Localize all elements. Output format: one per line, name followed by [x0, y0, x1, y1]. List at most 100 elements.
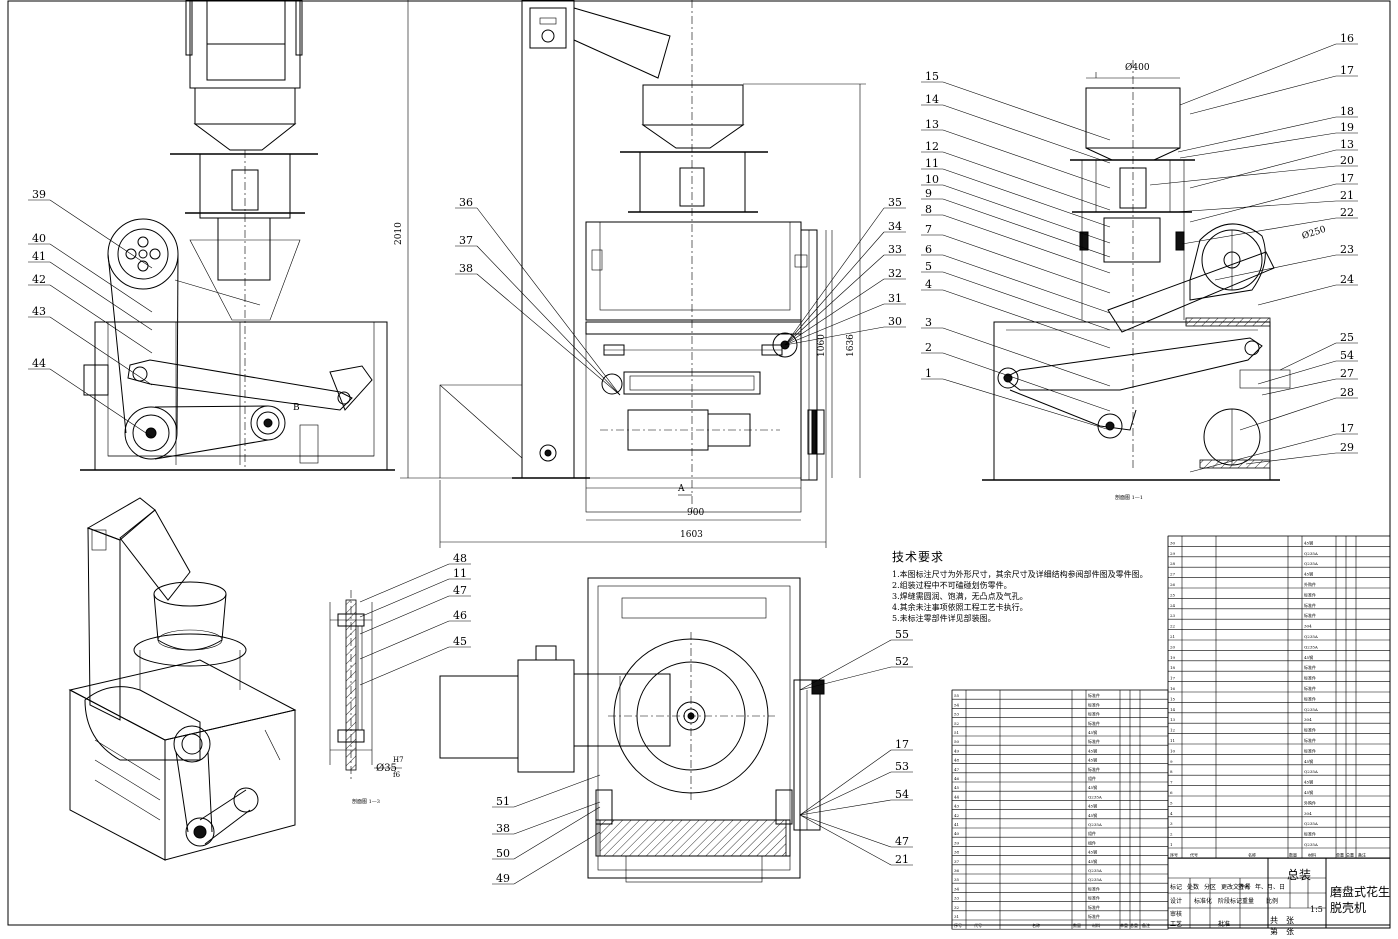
fit-upper: H7	[393, 756, 404, 764]
sheet-border	[7, 0, 1391, 926]
section-1-3-view	[329, 590, 373, 780]
title-scale: 1:5	[1310, 905, 1323, 914]
title-row-cell: 标记	[1170, 883, 1182, 891]
title-row-cell: 标准化	[1194, 897, 1212, 905]
callout-leader	[1279, 342, 1337, 371]
dimension-text: 2010	[394, 222, 404, 245]
callout-label: 2	[925, 341, 932, 354]
bom-row-material: Q235A	[1304, 561, 1318, 566]
bom-row-number: 48	[954, 758, 960, 763]
bom-row-material: 45钢	[1304, 539, 1313, 545]
callout-leader	[513, 774, 601, 808]
callout-label: 53	[895, 760, 909, 773]
callout-label: 41	[32, 250, 46, 263]
callout-label: 31	[888, 292, 902, 305]
tech-title: 技术要求	[892, 550, 945, 564]
bom-row-number: 31	[954, 914, 959, 919]
callout-label: 21	[1340, 189, 1354, 202]
callout-leader	[942, 168, 1111, 228]
bom-row-number: 55	[954, 693, 960, 698]
dimension-text: 1060	[817, 334, 827, 357]
bom-row-number: 1	[1170, 842, 1173, 847]
callout-label: 48	[453, 552, 467, 565]
callout-leader	[799, 814, 892, 848]
bom-row-number: 10	[1170, 748, 1176, 753]
dimension-text: 1636	[846, 334, 856, 357]
section-1-1-view	[982, 60, 1291, 481]
callout-leader	[1261, 378, 1337, 396]
bom-row-material: 标准件	[1304, 747, 1316, 753]
title-row-cell: 比例	[1266, 897, 1278, 905]
title-product-line1: 磨盘式花生	[1330, 884, 1390, 899]
bom-row-material: 45钢	[1088, 747, 1097, 753]
bom-row-material: 标准件	[1088, 766, 1100, 772]
callout-label: 22	[1340, 206, 1354, 219]
callout-leader	[359, 646, 450, 686]
bom-row-number: 47	[954, 767, 960, 772]
callout-leader	[784, 278, 885, 346]
title-row-cell: 工艺	[1170, 920, 1182, 928]
bom-row-material: 标准件	[1088, 913, 1100, 919]
bom-header-cell: 序号	[954, 922, 962, 928]
bom-row-material: 45钢	[1088, 858, 1097, 864]
bom-row-material: 标准件	[1088, 720, 1100, 726]
callout-label: 50	[496, 847, 510, 860]
callout-label: 12	[925, 140, 939, 153]
bom-row-number: 8	[1170, 769, 1173, 774]
bom-row-number: 13	[1170, 717, 1176, 722]
dimension-text: B	[293, 403, 300, 413]
bom-row-number: 49	[954, 748, 960, 753]
callout-leader	[942, 214, 1111, 274]
callout-label: 49	[496, 872, 510, 885]
bom-row-material: Q235A	[1088, 868, 1102, 873]
bom-row-number: 38	[954, 850, 960, 855]
callout-label: 13	[1340, 138, 1354, 151]
bom-row-material: Q235A	[1304, 551, 1318, 556]
callout-leader	[784, 303, 885, 346]
callout-label: 55	[895, 628, 909, 641]
callout-label: 54	[1340, 349, 1354, 362]
callout-leader	[1189, 183, 1337, 223]
bom-row-material: 45钢	[1088, 803, 1097, 809]
bom-header-cell: 数量	[1289, 851, 1297, 857]
callout-label: 1	[925, 367, 932, 380]
callout-label: 5	[925, 260, 932, 273]
callout-label: 11	[925, 157, 939, 170]
callout-label: 15	[925, 70, 939, 83]
bom-header-cell: 名称	[1032, 922, 1040, 928]
bom-row-material: 45钢	[1088, 729, 1097, 735]
callout-label: 11	[453, 567, 467, 580]
callout-label: 39	[32, 188, 46, 201]
callout-leader	[359, 620, 450, 660]
callout-label: 17	[895, 738, 909, 751]
callout-label: 8	[925, 203, 932, 216]
tech-item: 3.焊缝需圆润、饱满，无凸点及气孔。	[892, 592, 1028, 601]
bom-row-material: 304	[1304, 717, 1312, 722]
bom-row-number: 34	[954, 886, 960, 891]
callout-leader	[942, 129, 1111, 189]
section-label: 剖面图 1—1	[1115, 494, 1143, 501]
tech-item: 1.本图标注尺寸为外形尺寸，其余尺寸及详细结构参阅部件图及零件图。	[892, 570, 1148, 579]
callout-leader	[942, 352, 1111, 412]
callout-label: 38	[496, 822, 510, 835]
bom-row-material: 标准件	[1088, 904, 1100, 910]
title-row-cell: 签名	[1238, 883, 1250, 891]
callout-layer: 1617181913201721222324255427281729151413…	[28, 32, 1358, 885]
bom-row-number: 5	[1170, 800, 1173, 805]
bom-row-material: 标准件	[1304, 612, 1316, 618]
bom-header-cell: 单重	[1336, 851, 1344, 857]
callout-label: 33	[888, 243, 902, 256]
callout-leader	[784, 254, 885, 346]
callout-leader	[942, 81, 1111, 141]
title-product-line2: 脱壳机	[1330, 900, 1366, 915]
isometric-view	[68, 497, 297, 861]
tech-item: 2.组装过程中不可磕碰划伤零件。	[892, 581, 1012, 590]
bom-row-material: 外购件	[1304, 581, 1316, 587]
callout-leader	[784, 207, 885, 346]
bom-row-number: 52	[954, 721, 960, 726]
bom-row-number: 17	[1170, 676, 1176, 681]
bom-row-number: 41	[954, 822, 959, 827]
callout-leader	[942, 234, 1111, 294]
callout-leader	[799, 749, 892, 816]
